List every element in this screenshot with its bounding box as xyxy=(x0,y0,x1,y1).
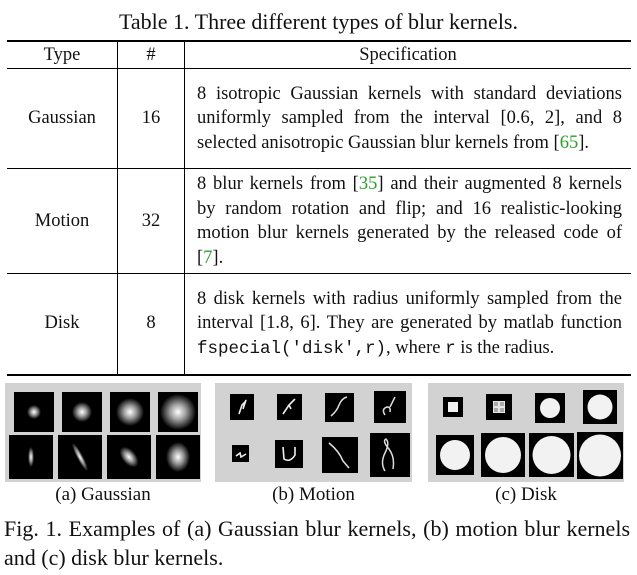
spec-text: is the radius. xyxy=(455,337,555,358)
cell-specification: 8 blur kernels from [35] and their augme… xyxy=(184,168,631,274)
code-fspecial: fspecial('disk',r) xyxy=(197,338,387,359)
header-type: Type xyxy=(7,40,118,69)
spec-text: 8 blur kernels from [ xyxy=(197,174,359,194)
gaussian-kernels-panel xyxy=(5,383,201,482)
spec-text: ]. xyxy=(578,132,589,153)
cell-count: 32 xyxy=(117,168,185,274)
table-caption: Table 1. Three different types of blur k… xyxy=(118,9,518,34)
subcaption-motion: (b) Motion xyxy=(272,484,355,505)
table-row-gaussian: Gaussian 16 8 isotropic Gaussian kernels… xyxy=(7,68,631,169)
reference-link[interactable]: 7 xyxy=(203,247,213,268)
table-row-disk: Disk 8 8 disk kernels with radius unifor… xyxy=(7,273,631,376)
cell-count: 8 xyxy=(117,273,185,376)
disk-kernels-image xyxy=(436,390,623,479)
cell-specification: 8 isotropic Gaussian kernels with standa… xyxy=(184,68,631,169)
cell-specification: 8 disk kernels with radius uniformly sam… xyxy=(184,273,631,376)
disk-kernels-panel xyxy=(428,383,624,482)
spec-text: ] and their augmented 8 kernels by rando… xyxy=(197,174,622,268)
reference-link[interactable]: 65 xyxy=(559,132,579,153)
cell-type: Gaussian xyxy=(7,68,118,169)
blur-kernel-table: Type # Specification Gaussian 16 8 isotr… xyxy=(7,40,631,376)
header-count: # xyxy=(117,40,185,69)
table-row-motion: Motion 32 8 blur kernels from [35] and t… xyxy=(7,168,631,274)
cell-count: 16 xyxy=(117,68,185,169)
reference-link[interactable]: 35 xyxy=(358,174,378,194)
motion-kernels-image xyxy=(230,391,410,477)
spec-text: , where xyxy=(386,337,446,358)
spec-text: ]. xyxy=(212,247,224,268)
header-specification: Specification xyxy=(184,40,631,69)
spec-text: 8 disk kernels with radius uniformly sam… xyxy=(197,288,622,334)
subcaption-gaussian: (a) Gaussian xyxy=(55,484,151,505)
figure-caption: Fig. 1. Examples of (a) Gaussian blur ke… xyxy=(4,516,630,570)
motion-kernels-panel xyxy=(215,383,412,482)
code-radius: r xyxy=(445,338,456,359)
table-header-row: Type # Specification xyxy=(7,40,631,69)
spec-text: 8 isotropic Gaussian kernels with standa… xyxy=(197,83,622,153)
gaussian-kernels-image xyxy=(9,392,200,479)
subcaption-disk: (c) Disk xyxy=(495,484,557,505)
cell-type: Motion xyxy=(7,168,118,274)
cell-type: Disk xyxy=(7,273,118,376)
